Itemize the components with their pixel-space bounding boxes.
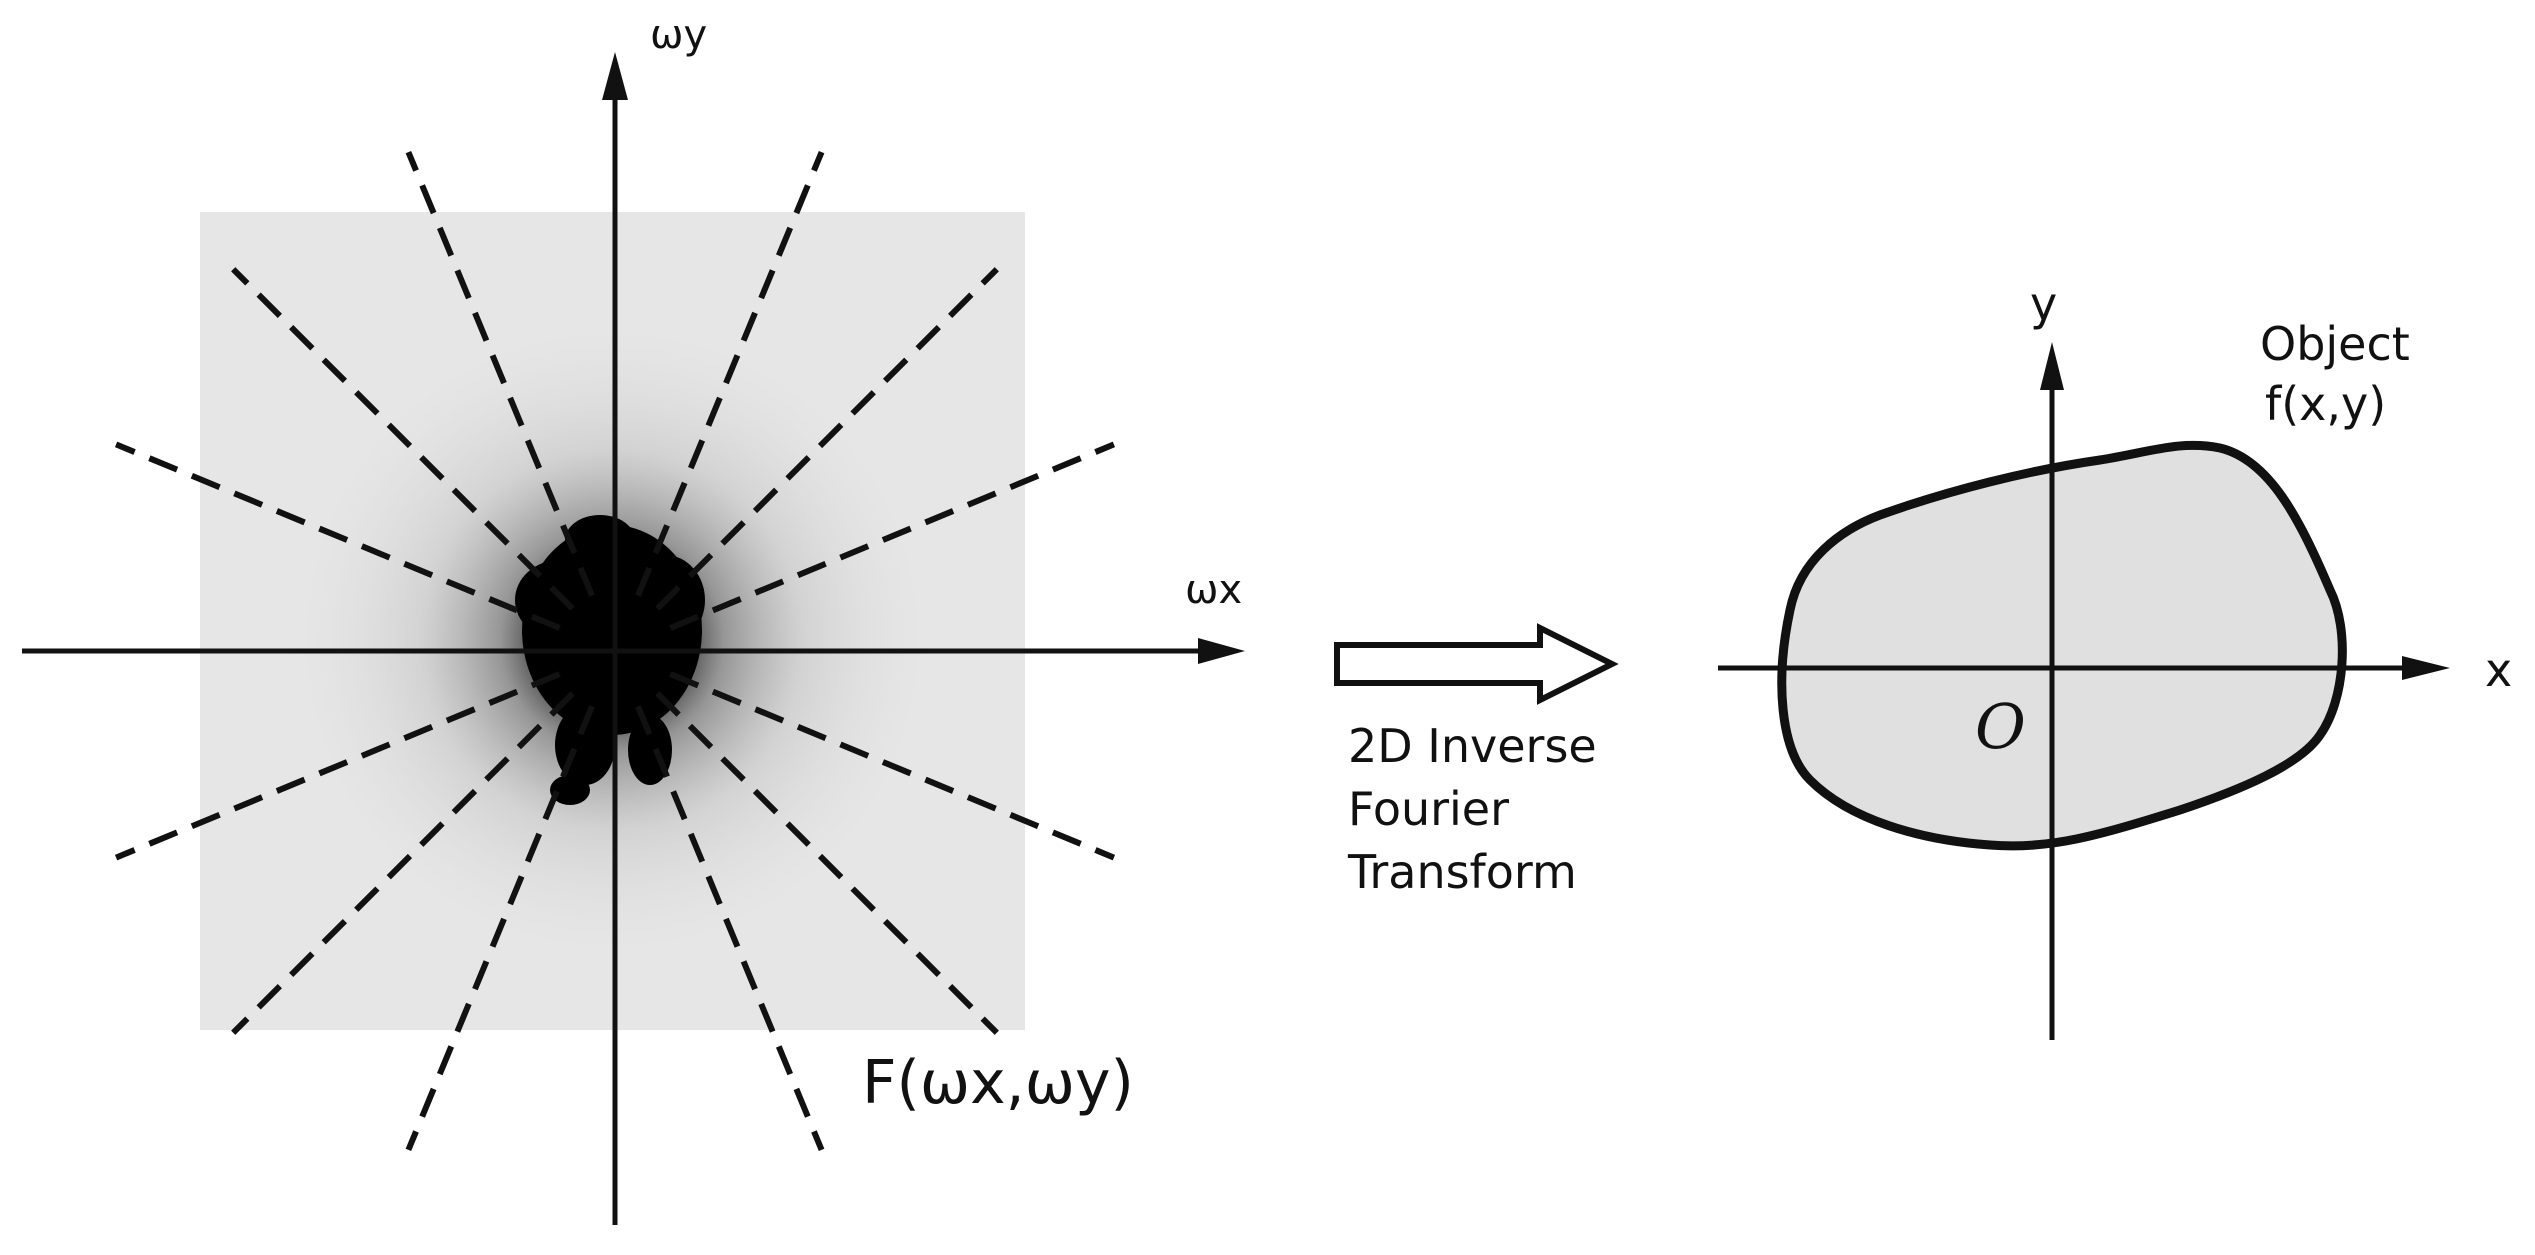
sampling-line bbox=[114, 441, 561, 631]
sampling-line bbox=[114, 671, 561, 861]
origin-label: O bbox=[1975, 690, 2026, 763]
sampling-line bbox=[669, 671, 1116, 861]
hollow-right-arrow-icon bbox=[1334, 623, 1619, 705]
sampling-line bbox=[635, 150, 825, 597]
omega-y-arrowhead bbox=[602, 52, 628, 100]
frequency-panel: ωy ωx F(ωx,ωy) bbox=[22, 12, 1245, 1225]
x-axis-label: x bbox=[2485, 643, 2512, 697]
sampling-line bbox=[405, 705, 595, 1152]
omega-x-label: ωx bbox=[1185, 567, 1242, 613]
omega-y-label: ωy bbox=[650, 12, 707, 58]
transform-caption-line2: Fourier bbox=[1348, 782, 1509, 836]
sampling-line bbox=[231, 267, 575, 611]
sampling-line bbox=[635, 705, 825, 1152]
object-panel: y x O Object f(x,y) bbox=[1718, 277, 2512, 1040]
sampling-line bbox=[655, 267, 999, 611]
radial-sampling-lines bbox=[114, 150, 1116, 1152]
y-arrowhead bbox=[2040, 342, 2064, 390]
sampling-line bbox=[655, 691, 999, 1035]
x-arrowhead bbox=[2402, 656, 2450, 680]
sampling-line bbox=[405, 150, 595, 597]
y-axis-label: y bbox=[2030, 277, 2057, 331]
omega-x-arrowhead bbox=[1198, 638, 1245, 664]
spectrum-core bbox=[515, 515, 705, 805]
transform-caption-line3: Transform bbox=[1347, 845, 1577, 899]
object-label-line1: Object bbox=[2260, 317, 2410, 371]
object-label-line2: f(x,y) bbox=[2265, 377, 2386, 431]
sampling-line bbox=[669, 441, 1116, 631]
transform-caption-line1: 2D Inverse bbox=[1348, 719, 1597, 773]
sampling-line bbox=[231, 691, 575, 1035]
spectrum-function-label: F(ωx,ωy) bbox=[862, 1048, 1134, 1118]
transform-section: 2D Inverse Fourier Transform bbox=[1334, 623, 1619, 899]
object-shape bbox=[1777, 440, 2347, 851]
